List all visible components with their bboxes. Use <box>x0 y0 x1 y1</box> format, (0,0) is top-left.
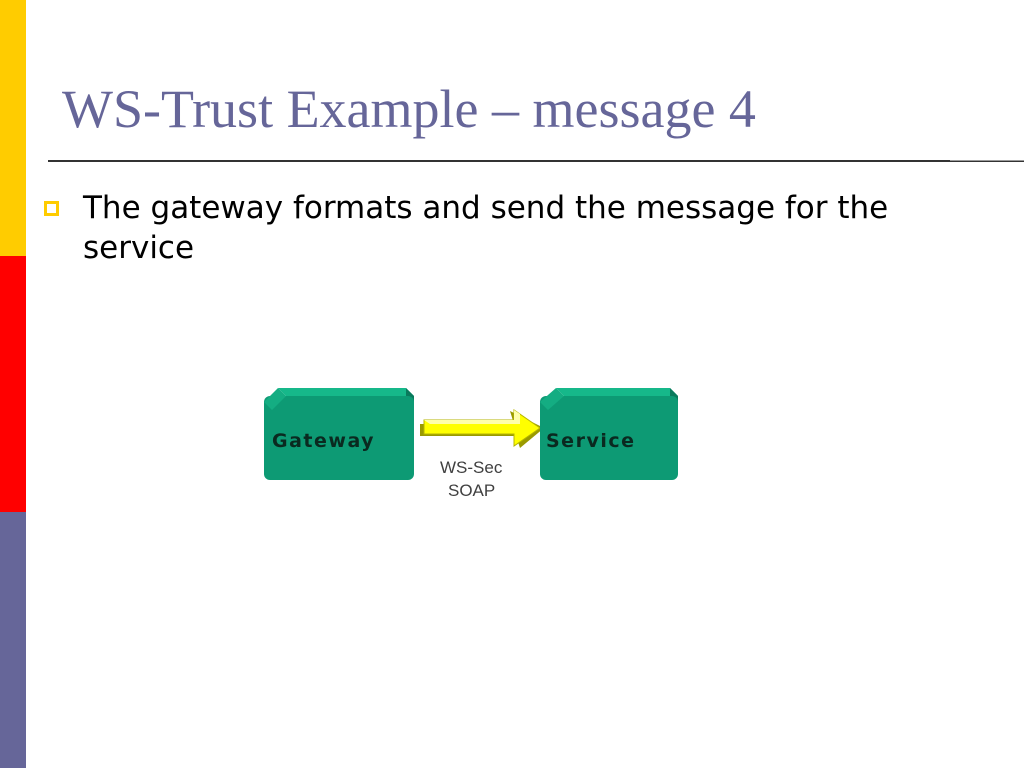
sidebar-purple-block <box>0 512 26 768</box>
service-node: Service <box>540 388 678 480</box>
title-divider-end <box>950 160 1024 161</box>
edge-label-line1: WS-Sec <box>440 458 503 477</box>
title-divider <box>48 160 1024 162</box>
sidebar-red-block <box>0 256 26 512</box>
bullet-text: The gateway formats and send the message… <box>83 190 889 266</box>
slide-title: WS-Trust Example – message 4 <box>62 79 756 139</box>
bullet-square-icon <box>44 201 59 216</box>
arrow-icon <box>420 409 544 448</box>
message-flow-diagram: Gateway Service WS-Sec SOAP <box>258 378 688 518</box>
gateway-node: Gateway <box>264 388 414 480</box>
edge-label-line2: SOAP <box>448 481 495 500</box>
sidebar-yellow-block <box>0 0 26 256</box>
gateway-label: Gateway <box>272 430 375 452</box>
service-label: Service <box>546 430 636 452</box>
